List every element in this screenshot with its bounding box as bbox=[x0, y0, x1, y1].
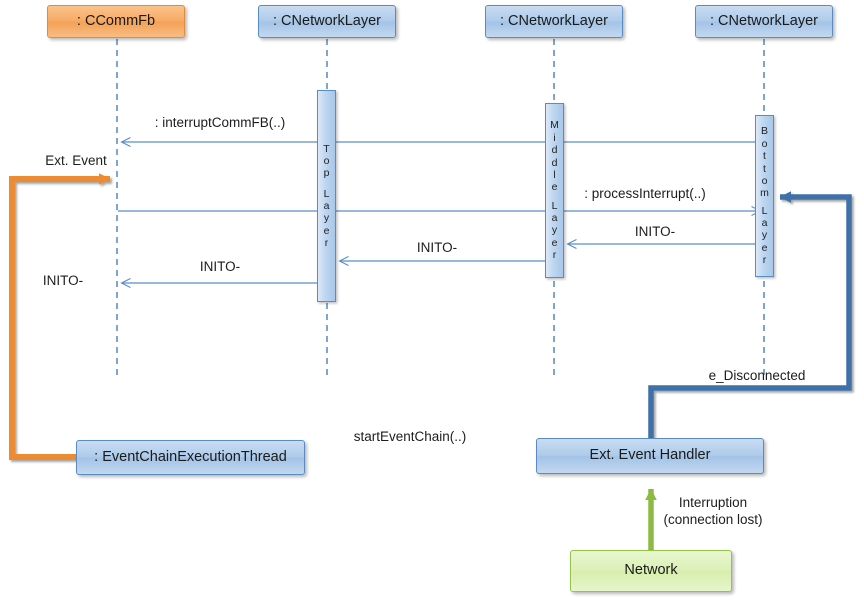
message-label-start-event-chain: startEventChain(..) bbox=[353, 429, 467, 444]
message-label-inito-bottom-to-middle: INITO- bbox=[634, 224, 676, 239]
node-ext-event-handler-label: Ext. Event Handler bbox=[589, 447, 711, 464]
activation-middle-layer-c11: r bbox=[552, 249, 557, 262]
activation-middle-layer-c8: a bbox=[551, 212, 558, 225]
activation-top-layer-c8: r bbox=[324, 237, 329, 250]
activation-bottom-layer-c10: e bbox=[761, 241, 768, 254]
node-event-chain-execution-thread[interactable]: : EventChainExecutionThread bbox=[76, 440, 305, 475]
activation-middle-layer-c5: e bbox=[551, 181, 558, 194]
activation-top-layer-c2: p bbox=[323, 167, 330, 180]
activation-bottom-layer-c11: r bbox=[762, 254, 767, 267]
activation-middle-layer-c0: M bbox=[550, 119, 559, 132]
participant-toplayer-label: : CNetworkLayer bbox=[273, 12, 381, 29]
activation-bottom-layer-c9: y bbox=[761, 229, 768, 242]
participant-midlayer-label: : CNetworkLayer bbox=[500, 12, 608, 29]
participant-botlayer-label: : CNetworkLayer bbox=[710, 12, 818, 29]
activation-top-layer-c7: e bbox=[323, 224, 330, 237]
activation-middle-layer-c10: e bbox=[551, 236, 558, 249]
message-label-interruption: Interruption (connection lost) bbox=[663, 495, 762, 529]
activation-top-layer-c4: L bbox=[323, 187, 330, 200]
participant-botlayer[interactable]: : CNetworkLayer bbox=[695, 5, 833, 38]
message-label-inito-top-to-commfb: INITO- bbox=[199, 259, 241, 274]
node-network-label: Network bbox=[624, 562, 678, 579]
activation-middle-layer-c9: y bbox=[551, 224, 558, 237]
activation-bottom-layer-c5: m bbox=[760, 187, 769, 200]
activation-top-layer-c5: a bbox=[323, 200, 330, 212]
participant-ccommfb[interactable]: : CCommFb bbox=[47, 5, 185, 38]
participant-toplayer[interactable]: : CNetworkLayer bbox=[258, 5, 396, 38]
activation-middle-layer-c3: d bbox=[551, 156, 558, 169]
node-ext-event-handler[interactable]: Ext. Event Handler bbox=[536, 438, 764, 474]
participant-midlayer[interactable]: : CNetworkLayer bbox=[485, 5, 623, 38]
message-label-interruption-line1: Interruption bbox=[678, 495, 748, 510]
activation-top-layer[interactable]: T o p L a y e r bbox=[317, 90, 336, 302]
activation-bottom-layer-c2: t bbox=[763, 150, 766, 163]
activation-middle-layer-c7: L bbox=[551, 199, 558, 212]
activation-top-layer-c1: o bbox=[323, 154, 330, 167]
message-label-ext-event: Ext. Event bbox=[45, 153, 107, 168]
activation-bottom-layer-c1: o bbox=[761, 137, 768, 150]
activation-middle-layer[interactable]: M i d d l e L a y e r bbox=[545, 103, 564, 278]
activation-bottom-layer-c7: L bbox=[761, 204, 768, 217]
message-label-e-disconnected: e_Disconnected bbox=[708, 368, 806, 383]
activation-bottom-layer-c4: o bbox=[761, 174, 768, 187]
activation-top-layer-c6: y bbox=[323, 212, 330, 225]
activation-bottom-layer-c8: a bbox=[761, 217, 768, 230]
arrow-e-disconnected bbox=[648, 191, 852, 438]
message-label-process-interrupt: : processInterrupt(..) bbox=[584, 186, 706, 201]
message-label-interrupt-commfb: : interruptCommFB(..) bbox=[154, 115, 286, 130]
activation-top-layer-c0: T bbox=[323, 142, 330, 155]
activation-bottom-layer[interactable]: B o t t o m L a y e r bbox=[755, 115, 774, 277]
node-event-chain-execution-thread-label: : EventChainExecutionThread bbox=[94, 448, 287, 465]
activation-bottom-layer-c3: t bbox=[763, 162, 766, 175]
message-label-inito-orange: INITO- bbox=[42, 273, 84, 288]
activation-middle-layer-c2: d bbox=[551, 144, 558, 157]
message-label-inito-middle-to-top: INITO- bbox=[416, 240, 458, 255]
activation-middle-layer-c1: i bbox=[553, 131, 556, 144]
participant-ccommfb-label: : CCommFb bbox=[76, 12, 156, 29]
node-network[interactable]: Network bbox=[570, 550, 732, 592]
message-label-interruption-line2: (connection lost) bbox=[663, 511, 763, 527]
activation-bottom-layer-c0: B bbox=[760, 125, 768, 138]
arrow-ext-event bbox=[9, 173, 111, 460]
activation-middle-layer-c4: l bbox=[553, 168, 556, 181]
